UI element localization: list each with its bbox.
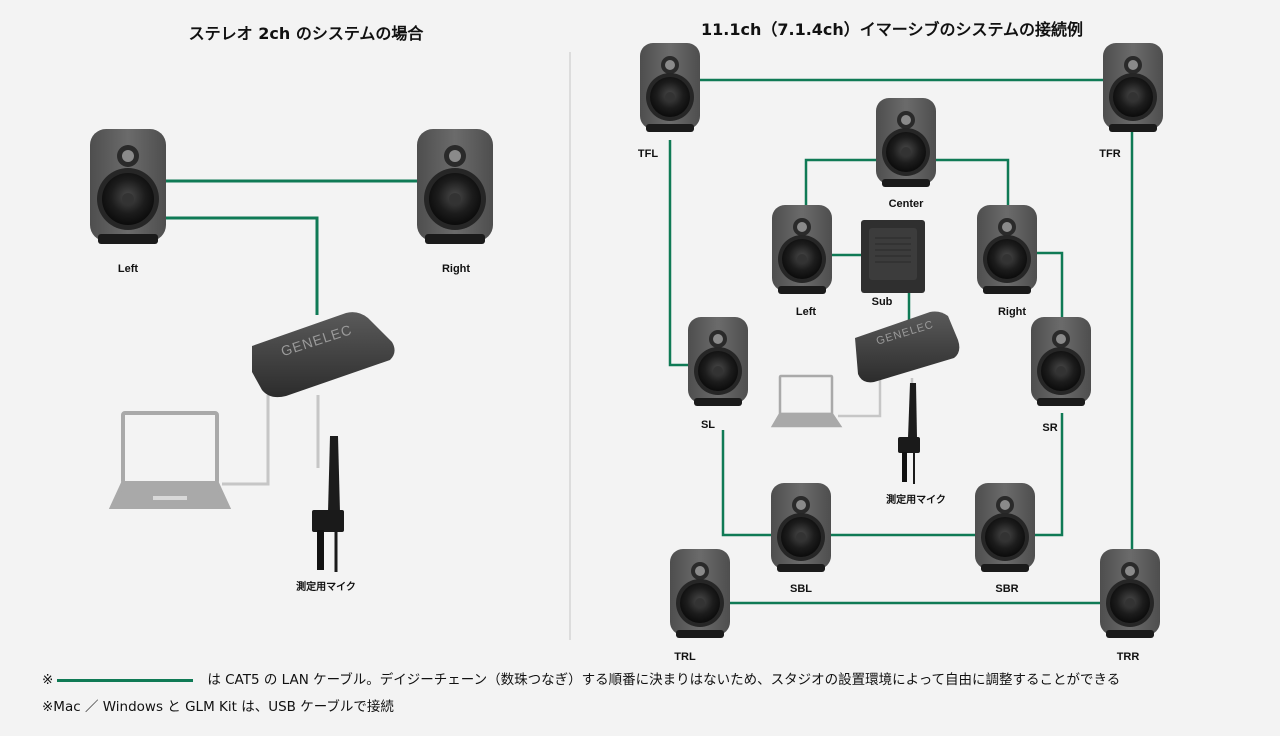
cat5-legend-line [57,678,194,682]
immersive-glm-hub: GENELEC [855,311,960,383]
immersive-title: 11.1ch（7.1.4ch）イマーシブのシステムの接続例 [701,20,1083,39]
stereo-cat5-cables [165,179,420,315]
label-tfr: TFR [1099,148,1120,160]
speaker-center [876,98,936,187]
speaker-tfr [1103,43,1163,132]
label-trl: TRL [674,651,696,663]
label-right: Right [998,306,1026,318]
stereo-label-left: Left [118,263,139,275]
speaker-tfl [640,43,700,132]
immersive-usb-cables [838,378,914,418]
speaker-trr [1100,549,1160,638]
note-usb: ※Mac ／ Windows と GLM Kit は、USB ケーブルで接続 [42,699,394,715]
label-center: Center [889,198,925,210]
label-trr: TRR [1117,651,1140,663]
label-tfl: TFL [638,148,658,160]
immersive-cat5-cables [668,78,1134,605]
speaker-left [772,205,832,294]
speaker-right [977,205,1037,294]
stereo-label-right: Right [442,263,470,275]
speaker-sl [688,317,748,406]
label-left: Left [796,306,817,318]
speaker-trl [670,549,730,638]
immersive-laptop-icon [770,374,843,428]
stereo-label-mic: 測定用マイク [296,580,356,593]
stereo-glm-hub: GENELEC [252,312,395,398]
speaker-sbr [975,483,1035,572]
label-sr: SR [1042,422,1057,434]
label-mic: 測定用マイク [886,493,946,506]
speaker-sbl [771,483,831,572]
stereo-laptop-icon [108,411,232,509]
note-cat5-text: は CAT5 の LAN ケーブル。デイジーチェーン（数珠つなぎ）する順番に決ま… [207,672,1121,688]
stereo-title: ステレオ 2ch のシステムの場合 [188,24,424,43]
stereo-usb-cables [222,395,320,486]
speaker-sr [1031,317,1091,406]
stereo-speaker-left [90,129,166,244]
label-sub: Sub [872,296,893,308]
immersive-measurement-mic [898,383,920,484]
note-mark: ※ [42,672,54,688]
label-sbl: SBL [790,583,812,595]
stereo-measurement-mic [312,436,344,572]
subwoofer [861,220,925,293]
note-cat5: ※ は CAT5 の LAN ケーブル。デイジーチェーン（数珠つなぎ）する順番に決… [42,668,1120,688]
label-sbr: SBR [995,583,1018,595]
stereo-speaker-right [417,129,493,244]
label-sl: SL [701,419,715,431]
